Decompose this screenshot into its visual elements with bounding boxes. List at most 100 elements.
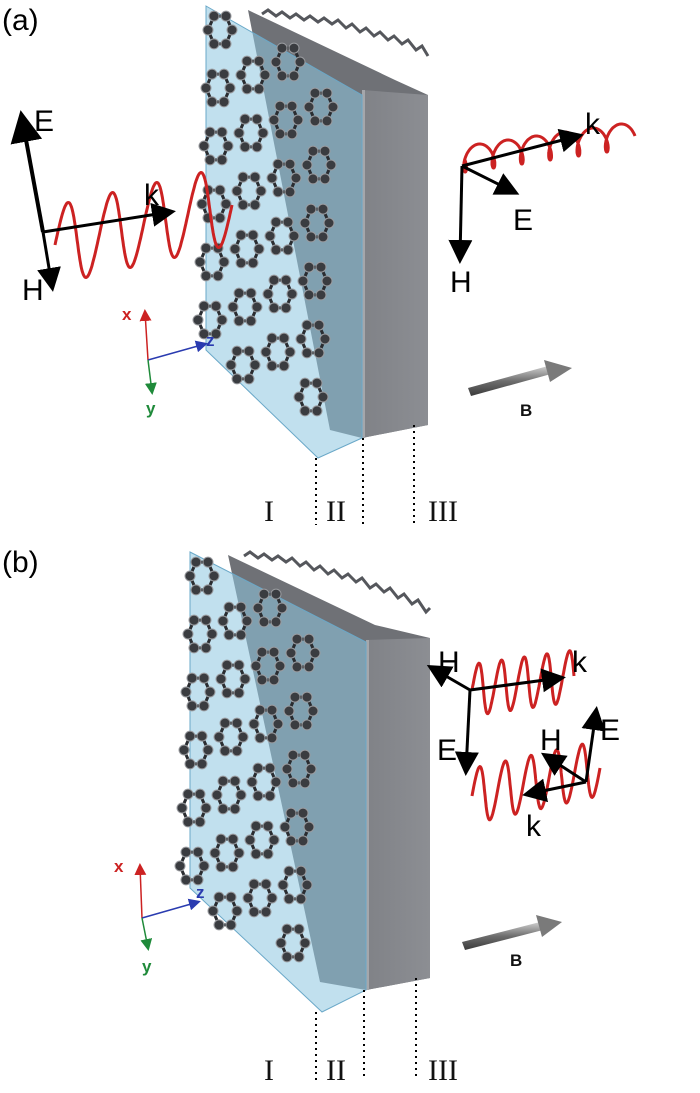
carbon-atom: [309, 87, 321, 99]
carbon-atom: [283, 865, 295, 877]
carbon-atom: [288, 42, 300, 54]
carbon-atom: [215, 673, 227, 685]
carbon-atom: [221, 659, 233, 671]
carbon-atom: [287, 777, 299, 789]
carbon-atom: [259, 69, 271, 81]
panel-a-label: (a): [2, 4, 39, 37]
carbon-atom: [194, 816, 206, 828]
carbon-atom: [287, 749, 299, 761]
graphene-lattice-b: [174, 556, 321, 963]
region-label-III-b: III: [428, 1054, 458, 1087]
carbon-atom: [211, 789, 223, 801]
carbon-atom: [309, 115, 321, 127]
carbon-atom: [200, 242, 212, 254]
carbon-atom: [233, 847, 245, 859]
carbon-atom: [268, 834, 280, 846]
carbon-atom: [303, 101, 315, 113]
carbon-atom: [291, 661, 303, 673]
carbon-atom: [180, 846, 192, 858]
carbon-atom: [250, 660, 262, 672]
axis-y-arrow: [140, 917, 153, 951]
carbon-atom: [210, 300, 222, 312]
carbon-atom: [248, 906, 260, 918]
carbon-atom: [237, 199, 249, 211]
transmitted-k-vector: [461, 128, 584, 168]
incident-E-vector: [10, 110, 45, 233]
carbon-atom: [294, 56, 306, 68]
carbon-atom: [180, 874, 192, 886]
carbon-atom: [247, 229, 259, 241]
carbon-atom: [248, 878, 260, 890]
carbon-atom: [231, 745, 243, 757]
carbon-atom: [250, 848, 262, 860]
carbon-atom: [235, 229, 247, 241]
upper-H-vector: [426, 664, 471, 692]
upper-wave-curve: [470, 649, 576, 716]
carbon-atom: [258, 588, 270, 600]
carbon-atom: [231, 185, 243, 197]
carbon-atom: [268, 302, 280, 314]
axis-y-arrow: [144, 359, 157, 395]
carbon-atom: [278, 360, 290, 372]
carbon-atom: [319, 173, 331, 185]
carbon-atom: [184, 758, 196, 770]
carbon-atom: [194, 788, 206, 800]
carbon-atom: [204, 686, 216, 698]
transmitted-E-label: E: [513, 204, 533, 237]
carbon-atom: [178, 744, 190, 756]
panel-b-label: (b): [2, 546, 39, 579]
carbon-atom: [299, 405, 311, 417]
carbon-atom: [276, 70, 288, 82]
carbon-atom: [208, 38, 220, 50]
carbon-atom: [207, 905, 219, 917]
carbon-atom: [249, 199, 261, 211]
carbon-atom: [276, 42, 288, 54]
carbon-atom: [231, 373, 243, 385]
transmitted-E-vector: [461, 164, 520, 195]
carbon-atom: [266, 892, 278, 904]
carbon-atom: [248, 718, 260, 730]
incident-k-label: k: [144, 179, 160, 212]
carbon-atom: [220, 198, 232, 210]
carbon-atom: [251, 141, 263, 153]
carbon-atom: [301, 691, 313, 703]
carbon-atom: [303, 289, 315, 301]
carbon-atom: [327, 101, 339, 113]
carbon-atom: [196, 198, 208, 210]
carbon-atom: [213, 919, 225, 931]
carbon-atom: [284, 346, 296, 358]
carbon-atom: [303, 821, 315, 833]
carbon-atom: [224, 82, 236, 94]
carbon-atom: [293, 923, 305, 935]
carbon-atom: [321, 275, 333, 287]
carbon-atom: [272, 186, 284, 198]
carbon-atom: [182, 788, 194, 800]
upper-k-label: k: [572, 646, 588, 679]
carbon-atom: [182, 628, 194, 640]
panel-b: (b) I II III H k E: [2, 546, 620, 1087]
carbon-atom: [315, 261, 327, 273]
region-label-II-a: II: [326, 495, 346, 528]
carbon-atom: [200, 642, 212, 654]
carbon-atom: [227, 301, 239, 313]
carbon-atom: [256, 674, 268, 686]
carbon-atom: [260, 878, 272, 890]
lower-k-label: k: [526, 810, 542, 843]
carbon-atom: [307, 145, 319, 157]
carbon-atom: [281, 763, 293, 775]
carbon-atom: [295, 893, 307, 905]
carbon-atom: [297, 275, 309, 287]
carbon-atom: [235, 69, 247, 81]
carbon-atom: [264, 230, 276, 242]
carbon-atom: [184, 570, 196, 582]
carbon-atom: [202, 744, 214, 756]
carbon-atom: [192, 314, 204, 326]
carbon-atom: [299, 777, 311, 789]
carbon-atom: [279, 821, 291, 833]
carbon-atom: [239, 673, 251, 685]
carbon-atom: [235, 601, 247, 613]
carbon-atom: [262, 848, 274, 860]
carbon-atom: [262, 288, 274, 300]
carbon-atom: [182, 816, 194, 828]
lower-H-label: H: [540, 724, 562, 757]
